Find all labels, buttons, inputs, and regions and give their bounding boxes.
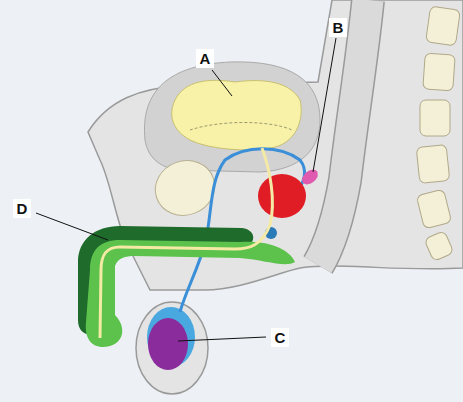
- seminal-vesicle: [299, 167, 321, 188]
- callout-letter: A: [196, 49, 215, 68]
- callout-letter: C: [271, 328, 290, 347]
- spine: [416, 6, 460, 261]
- callout-letter: B: [329, 18, 348, 37]
- testis: [148, 318, 188, 370]
- scrotum: [136, 302, 208, 394]
- rectum-outline: [318, 0, 368, 265]
- bladder-dash: [190, 123, 292, 131]
- callout-letter: D: [13, 199, 32, 218]
- urethra: [100, 148, 272, 338]
- prostate: [258, 174, 306, 218]
- leader-lines: [36, 38, 336, 341]
- bladder: [172, 80, 302, 150]
- corpus-spongiosum: [86, 240, 295, 347]
- rectum: [318, 0, 368, 265]
